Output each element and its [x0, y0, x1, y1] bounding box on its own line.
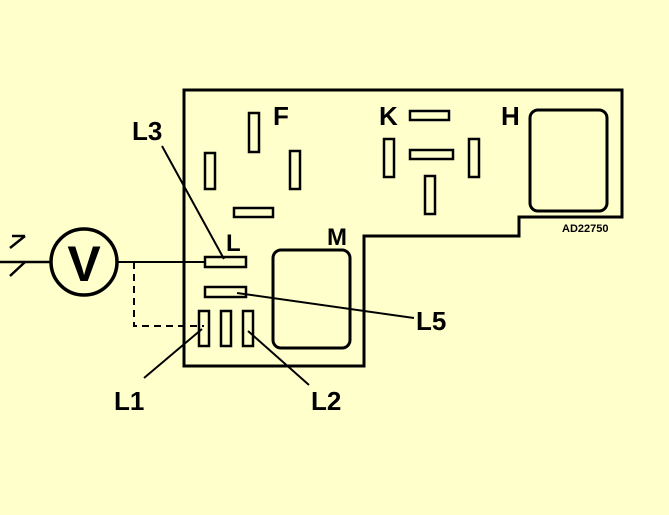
probe-lead-bottom	[9, 261, 26, 277]
terminal-slot	[288, 149, 302, 191]
terminal-slot	[467, 137, 481, 179]
leader-l1	[143, 328, 203, 379]
terminal-l5	[203, 285, 248, 299]
leader-l5	[236, 292, 415, 319]
label-m: M	[327, 224, 347, 251]
terminal-slot	[203, 151, 217, 191]
figure-code: AD22750	[562, 223, 608, 235]
terminal-l1-slot	[197, 309, 211, 348]
terminal-slot	[408, 109, 451, 122]
label-l3: L3	[132, 116, 162, 146]
label-f: F	[273, 101, 289, 131]
terminal-slot	[408, 148, 455, 161]
meter-lead-dashed	[133, 262, 204, 327]
leader-l3	[161, 145, 225, 260]
label-l2: L2	[311, 386, 341, 416]
terminal-l	[203, 255, 248, 269]
probe-lead-top-slant	[9, 235, 26, 249]
connector-board-outline	[182, 88, 624, 368]
voltmeter-symbol: V	[67, 236, 101, 292]
socket-h	[528, 108, 609, 213]
terminal-slot	[423, 174, 437, 216]
leader-l2	[247, 330, 310, 386]
terminal-l1-slot	[219, 309, 233, 348]
terminal-slot	[382, 137, 396, 179]
label-l5: L5	[416, 306, 446, 336]
label-h: H	[501, 101, 520, 131]
label-l: L	[226, 230, 241, 257]
terminal-slot	[232, 206, 275, 219]
label-k: K	[379, 101, 398, 131]
terminal-l2-slot	[241, 309, 255, 348]
label-l1: L1	[114, 386, 144, 416]
terminal-slot	[247, 111, 261, 154]
